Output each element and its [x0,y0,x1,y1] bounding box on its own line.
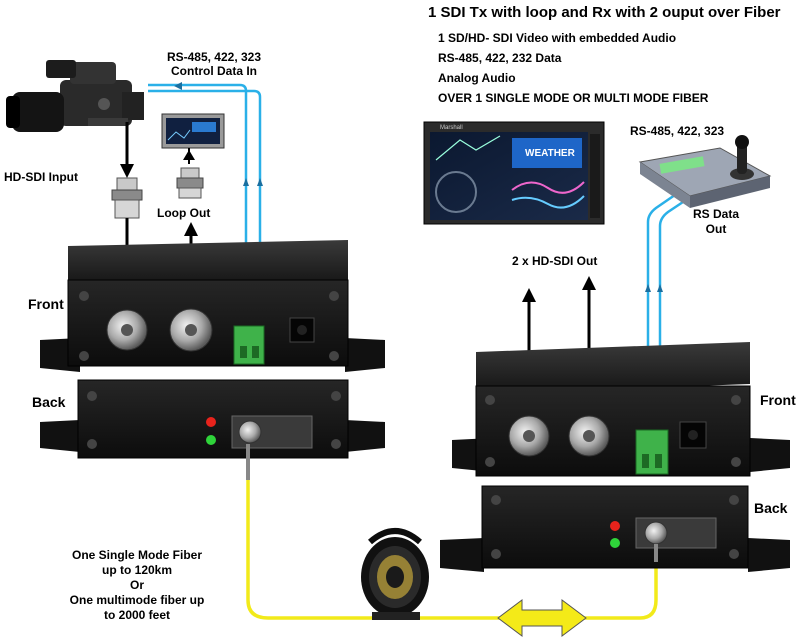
loop-monitor-icon [161,113,225,149]
led-red-icon [610,521,620,531]
tx-unit [40,240,385,459]
bnc-connector-icon [111,177,143,219]
monitor-screen-text: WEATHER [525,148,576,159]
monitor-brand: Marshall [440,125,463,131]
rs-data-line2: Out [705,222,727,236]
fiber-cable [246,478,658,620]
feature-list: 1 SD/HD- SDI Video with embedded Audio R… [438,28,708,108]
loop-out-label: Loop Out [157,206,211,220]
ptz-controller-icon [638,135,772,208]
tx-front-label: Front [28,296,64,312]
rs-label: RS-485, 422, 323 [630,124,725,138]
fiber-line: up to 120km [101,563,173,577]
fiber-port-icon [238,420,262,444]
fiber-line: to 2000 feet [103,608,171,622]
bnc-connector-icon [176,167,204,199]
feature-item: RS-485, 422, 232 Data [438,51,562,65]
control-label-line1: RS-485, 422, 323 [166,50,262,64]
fiber-line: One multimode fiber up [69,593,205,607]
feature-item: Analog Audio [438,71,516,85]
bidirectional-arrow [497,599,587,637]
power-jack-icon [289,317,315,343]
hd-sdi-out-label: 2 x HD-SDI Out [512,254,598,268]
rx-front-label: Front [760,392,796,408]
page-title: 1 SDI Tx with loop and Rx with 2 ouput o… [428,4,781,21]
rx-back-label: Back [754,500,788,516]
fiber-line: Or [129,578,144,592]
camera-icon [6,60,144,132]
fiber-description: One Single Mode Fiber up to 120km Or One… [62,548,212,623]
led-red-icon [206,417,216,427]
fiber-reel [361,528,429,620]
terminal-block-icon [233,325,265,365]
terminal-block-icon [635,429,669,475]
hd-sdi-input-label: HD-SDI Input [4,170,78,184]
control-data-cable [148,83,262,325]
monitor-icon: Marshall WEATHER [423,121,605,225]
rs-data-out-label: RS Data Out [686,207,746,237]
control-label-line2: Control Data In [171,64,257,78]
led-green-icon [610,538,620,548]
feature-item: OVER 1 SINGLE MODE OR MULTI MODE FIBER [438,91,709,105]
led-green-icon [206,435,216,445]
rs-data-out-cable [646,184,699,435]
tx-back-label: Back [32,394,66,410]
fiber-port-icon [644,521,668,545]
feature-item: 1 SD/HD- SDI Video with embedded Audio [438,31,677,45]
fiber-line: One Single Mode Fiber [71,548,202,562]
rx-unit [440,342,790,572]
control-data-label: RS-485, 422, 323 Control Data In [158,50,270,78]
rs-data-line1: RS Data [692,207,739,221]
